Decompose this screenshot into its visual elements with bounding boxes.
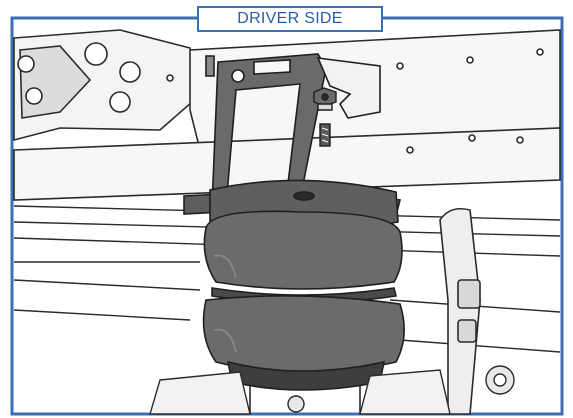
frame-plate	[13, 29, 201, 142]
driver-side-label: DRIVER SIDE	[197, 6, 383, 32]
air-spring-icon	[202, 179, 405, 414]
lower-bracket	[149, 365, 515, 415]
bolt-icon	[319, 123, 331, 147]
nut-icon	[313, 87, 337, 111]
u-bolt	[439, 207, 481, 415]
